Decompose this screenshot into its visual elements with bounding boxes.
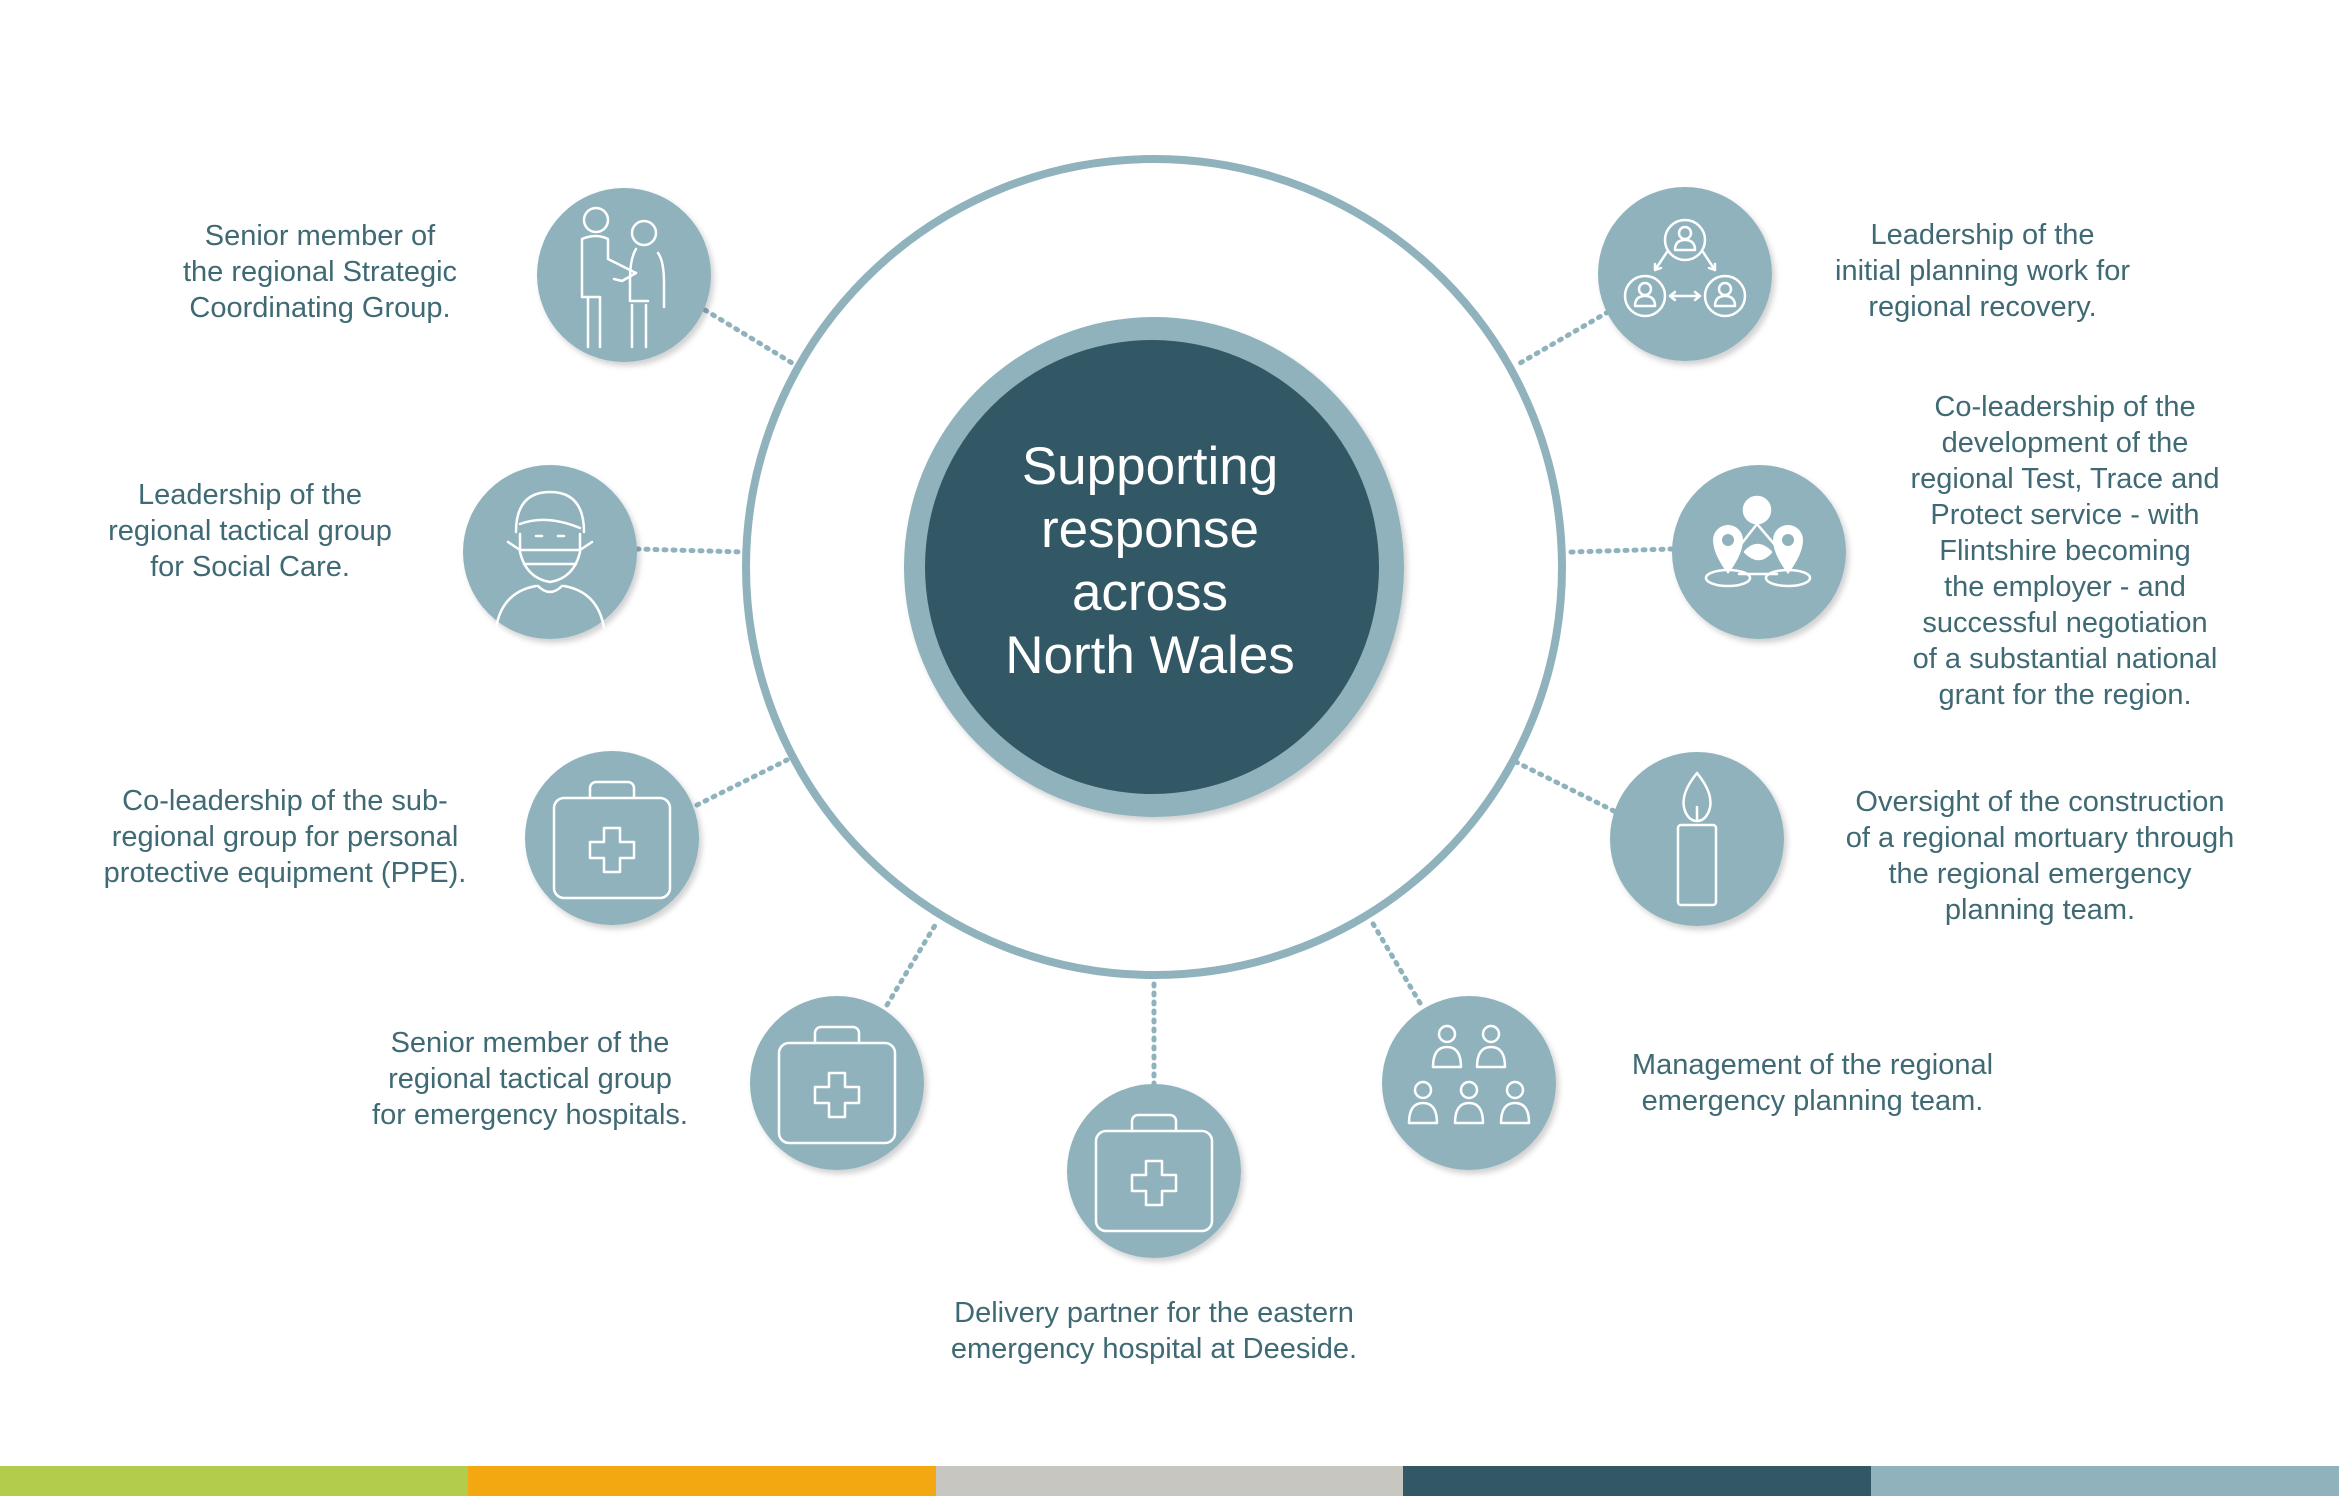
bar-segment-orange xyxy=(467,1466,936,1496)
node-emergency-hospitals xyxy=(750,996,924,1170)
node-social-care xyxy=(463,465,637,639)
center-title: Supporting response across North Wales xyxy=(1005,437,1295,685)
node-mortuary xyxy=(1610,752,1784,926)
connector-strategic-group xyxy=(702,307,800,369)
connector-recovery xyxy=(1512,309,1611,369)
label-emergency-planning: Management of the regional emergency pla… xyxy=(1631,1049,1994,1117)
node-strategic-group xyxy=(537,188,711,362)
bar-segment-grey xyxy=(935,1466,1404,1496)
connector-emergency-planning xyxy=(1369,919,1423,1006)
connector-test-trace xyxy=(1568,546,1675,555)
connector-mortuary xyxy=(1513,759,1617,814)
node-circles xyxy=(463,187,1846,1258)
bar-segment-green xyxy=(0,1466,468,1496)
masked-person-icon xyxy=(494,490,606,630)
connector-emergency-hospitals xyxy=(884,919,940,1008)
people-cycle-icon xyxy=(1623,218,1747,318)
label-deeside-hospital: Delivery partner for the eastern emergen… xyxy=(950,1297,1358,1365)
label-strategic-group: Senior member of the regional Strategic … xyxy=(182,220,458,324)
label-test-trace: Co-leadership of the development of the … xyxy=(1910,391,2220,711)
label-emergency-hospitals: Senior member of the regional tactical g… xyxy=(372,1027,688,1131)
bottom-color-bar xyxy=(0,1466,2339,1496)
label-recovery: Leadership of the initial planning work … xyxy=(1835,219,2130,323)
label-mortuary: Oversight of the construction of a regio… xyxy=(1845,786,2235,926)
label-ppe: Co-leadership of the sub- regional group… xyxy=(103,785,467,889)
node-deeside-hospital xyxy=(1067,1084,1241,1258)
node-recovery xyxy=(1598,187,1772,361)
bar-segment-dark-teal xyxy=(1403,1466,1872,1496)
center-circle xyxy=(925,340,1379,794)
connector-social-care xyxy=(634,546,746,555)
node-ppe xyxy=(525,751,699,925)
connector-ppe xyxy=(694,757,790,808)
candle-icon xyxy=(1676,771,1718,907)
bar-segment-light-teal xyxy=(1871,1466,2339,1496)
handshake-icon xyxy=(580,206,666,349)
connector-lines xyxy=(634,307,1675,1088)
label-social-care: Leadership of the regional tactical grou… xyxy=(108,479,392,583)
team-icon xyxy=(1407,1024,1531,1125)
location-network-icon xyxy=(1704,495,1812,588)
